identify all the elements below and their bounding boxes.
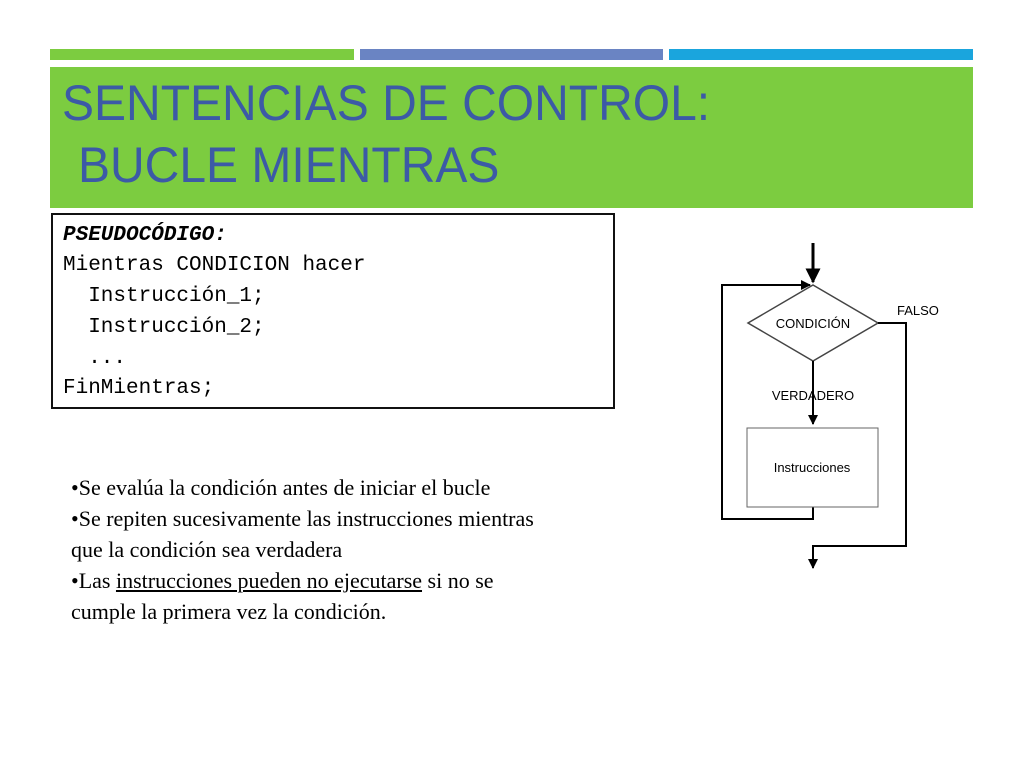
pseudocode-line: Mientras CONDICION hacer xyxy=(63,254,366,277)
pseudocode-line: ... xyxy=(63,347,127,370)
bullet-item-continuation: que la condición sea verdadera xyxy=(71,537,343,562)
top-bar-cyan xyxy=(669,49,973,60)
true-label: VERDADERO xyxy=(772,388,854,403)
pseudocode-box: PSEUDOCÓDIGO: Mientras CONDICION hacer I… xyxy=(51,213,615,409)
slide-title-line-1: SENTENCIAS DE CONTROL: xyxy=(62,75,711,131)
instructions-label: Instrucciones xyxy=(774,460,851,475)
top-bar-blue xyxy=(360,49,663,60)
false-label: FALSO xyxy=(897,303,939,318)
pseudocode-line: FinMientras; xyxy=(63,377,215,400)
bullet-underlined-text: instrucciones pueden no ejecutarse xyxy=(115,568,423,593)
bullet-item: •Se repiten sucesivamente las instruccio… xyxy=(71,506,534,531)
top-bar-green xyxy=(50,49,354,60)
slide-title-line-2: BUCLE MIENTRAS xyxy=(78,137,500,193)
bullet-item: •Se evalúa la condición antes de iniciar… xyxy=(71,475,491,500)
false-branch-arrow xyxy=(808,322,907,569)
condition-label: CONDICIÓN xyxy=(776,316,850,331)
bullet-item-continuation: cumple la primera vez la condición. xyxy=(71,599,387,624)
bullet-text: si no se xyxy=(422,568,494,593)
bullet-list: •Se evalúa la condición antes de iniciar… xyxy=(71,472,631,627)
bullet-text: •Las xyxy=(71,568,116,593)
instructions-box xyxy=(746,427,879,508)
loop-back-arrow xyxy=(721,280,814,520)
title-band: SENTENCIAS DE CONTROL: BUCLE MIENTRAS xyxy=(50,67,973,208)
pseudocode-line: Instrucción_1; xyxy=(63,285,265,308)
pseudocode-heading: PSEUDOCÓDIGO: xyxy=(63,224,227,247)
bullet-item: •Las instrucciones pueden no ejecutarse … xyxy=(71,565,631,596)
pseudocode-line: Instrucción_2; xyxy=(63,316,265,339)
